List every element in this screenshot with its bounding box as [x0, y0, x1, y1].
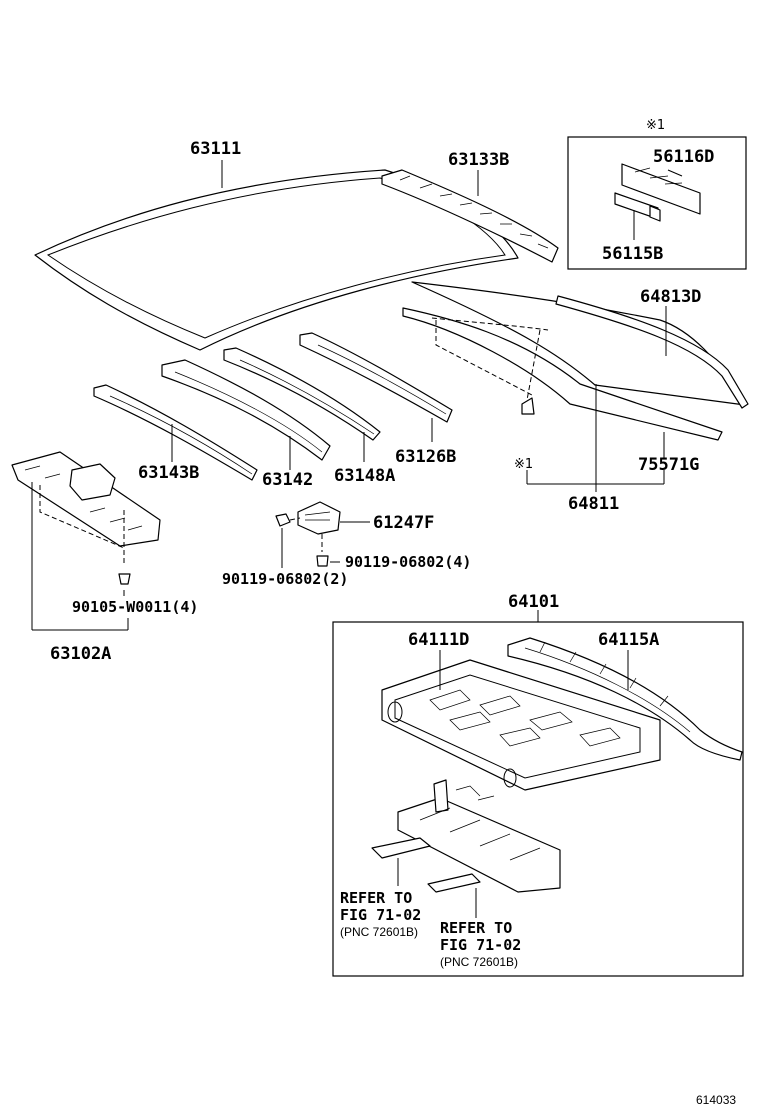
label-75571G: 75571G: [638, 455, 699, 475]
panel-64115A: [507, 637, 743, 761]
refer-1-line2: FIG 71-02: [340, 906, 421, 924]
roof-rail-63133B: [381, 169, 559, 263]
label-64101: 64101: [508, 592, 559, 612]
label-56116D: 56116D: [653, 147, 714, 167]
roof-bow-63142: [161, 359, 331, 461]
label-64811: 64811: [568, 494, 619, 514]
refer-2-line2: FIG 71-02: [440, 936, 521, 954]
front-header-63102A: [11, 451, 161, 631]
roof-bow-63126B: [299, 332, 453, 423]
label-61247F: 61247F: [373, 513, 434, 533]
refer-2-pnc: (PNC 72601B): [440, 955, 518, 969]
dashed-glass-marks: [431, 317, 549, 415]
label-63143B: 63143B: [138, 463, 199, 483]
label-90105: 90105-W0011(4): [72, 598, 198, 616]
note-mark-1-glass: ※1: [514, 457, 533, 472]
leader-lines: [171, 160, 667, 690]
label-63102A: 63102A: [50, 644, 111, 664]
back-window-glass-64811: [402, 281, 746, 441]
refer-1-line1: REFER TO: [340, 889, 412, 907]
figure-id: 614033: [696, 1093, 736, 1107]
inset-box-1: [567, 136, 747, 270]
label-64111D: 64111D: [408, 630, 469, 650]
label-63111: 63111: [190, 139, 241, 159]
roof-bow-63143B: [93, 384, 258, 481]
label-64813D: 64813D: [640, 287, 701, 307]
bracket-61247F: [275, 501, 370, 568]
roof-bow-63148A: [223, 347, 381, 441]
refer-2-line1: REFER TO: [440, 919, 512, 937]
label-90119-4: 90119-06802(4): [345, 553, 471, 571]
refer-1-pnc: (PNC 72601B): [340, 925, 418, 939]
label-63142: 63142: [262, 470, 313, 490]
label-63133B: 63133B: [448, 150, 509, 170]
weatherstrip-64813D: [555, 295, 749, 409]
label-56115B: 56115B: [602, 244, 663, 264]
label-63126B: 63126B: [395, 447, 456, 467]
label-63148A: 63148A: [334, 466, 395, 486]
lower-reinforcement: [371, 779, 561, 918]
roof-panel-63111: [34, 169, 519, 351]
note-mark-1-top: ※1: [646, 118, 665, 133]
label-64115A: 64115A: [598, 630, 659, 650]
label-90119-2: 90119-06802(2): [222, 570, 348, 588]
package-tray-64111D: [381, 659, 661, 791]
